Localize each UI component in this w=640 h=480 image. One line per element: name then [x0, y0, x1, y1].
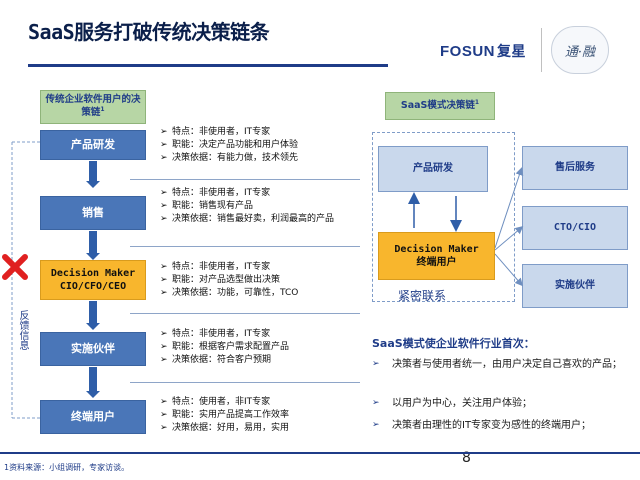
stage-sales-desc: ➢特点：非使用者，IT专家 ➢职能：销售现有产品 ➢决策依据：销售最好卖，利润最… [160, 187, 360, 226]
stage-desc-line: 决策依据：功能，可靠性，TCO [172, 288, 299, 298]
page-number: 8 [462, 450, 471, 466]
stage-desc-line: 决策依据：销售最好卖，利润最高的产品 [172, 214, 335, 224]
seal-logo: 通·融 [551, 26, 609, 74]
footnote: 1资料来源：小组调研，专家访谈。 [4, 463, 130, 472]
logo-divider [541, 28, 542, 72]
saas-summary-heading: SaaS模式使企业软件行业首次： [372, 337, 535, 350]
fosun-logo-cn: 复星 [497, 43, 526, 59]
down-arrow [86, 367, 100, 398]
traditional-chain-heading: 传统企业软件用户的决策链1 [40, 90, 146, 124]
stage-desc-line: 职能：决定产品功能和用户体验 [172, 140, 299, 150]
stage-separator [130, 382, 360, 383]
stage-implementation-partner-desc: ➢特点：非使用者，IT专家 ➢职能：根据客户需求配置产品 ➢决策依据：符合客户预… [160, 329, 290, 365]
feedback-label: 反馈信息 [17, 310, 28, 350]
stage-separator [130, 313, 360, 314]
stage-product-dev: 产品研发 [40, 130, 146, 160]
saas-chain-panel [372, 132, 515, 302]
stage-end-user: 终端用户 [40, 400, 146, 434]
stage-separator [130, 246, 360, 247]
down-arrow [86, 231, 100, 260]
saas-decision-maker-line2: 终端用户 [416, 257, 457, 268]
saas-implementation-partner: 实施伙伴 [522, 264, 628, 308]
saas-summary-item: ➢ 决策者由理性的IT专家变为感性的终端用户； [372, 417, 632, 434]
saas-decision-maker-line1: Decision Maker [394, 243, 479, 255]
fosun-logo-brand: FOSUN [440, 43, 495, 60]
saas-summary-text: 决策者由理性的IT专家变为感性的终端用户； [392, 420, 592, 431]
saas-product-dev: 产品研发 [378, 146, 488, 192]
saas-chain-heading-text: SaaS模式决策链 [400, 100, 475, 112]
saas-decision-maker: Decision Maker 终端用户 [378, 232, 495, 280]
stage-desc-line: 职能：对产品选型做出决策 [172, 275, 281, 285]
saas-side-connectors [495, 167, 524, 287]
stage-desc-line: 决策依据：好用，易用，实用 [172, 423, 290, 433]
stage-desc-line: 决策依据：有能力做，技术领先 [172, 153, 299, 163]
saas-summary-text: 以用户为中心，关注用户体验； [392, 398, 532, 409]
stage-decision-maker-desc: ➢特点：非使用者，IT专家 ➢职能：对产品选型做出决策 ➢决策依据：功能，可靠性… [160, 262, 299, 298]
stage-desc-line: 职能：实用产品提高工作效率 [172, 410, 290, 420]
feedback-loop [11, 141, 40, 419]
close-connection-label: 紧密联系 [398, 289, 447, 303]
stage-desc-line: 特点：非使用者，IT专家 [172, 329, 271, 339]
saas-summary-item: ➢ 决策者与使用者统一，由用户决定自己喜欢的产品； [372, 356, 632, 373]
down-arrow [86, 301, 100, 330]
traditional-chain-heading-text: 传统企业软件用户的决策链 [45, 93, 141, 119]
cross-icon [2, 254, 28, 280]
saas-summary-item: ➢ 以用户为中心，关注用户体验； [372, 395, 632, 412]
stage-desc-line: 职能：销售现有产品 [172, 201, 254, 211]
saas-cto-cio: CTO/CIO [522, 206, 628, 250]
title-underline [28, 64, 388, 67]
arrow-bullet-icon: ➢ [372, 398, 380, 408]
stage-desc-line: 决策依据：符合客户预期 [172, 355, 272, 365]
stage-implementation-partner: 实施伙伴 [40, 332, 146, 366]
arrow-bullet-icon: ➢ [372, 420, 380, 430]
stage-desc-line: 特点：非使用者，IT专家 [172, 127, 271, 137]
saas-summary-text: 决策者与使用者统一，由用户决定自己喜欢的产品； [392, 359, 622, 370]
stage-desc-line: 特点：非使用者，IT专家 [172, 188, 271, 198]
down-arrow [86, 161, 100, 188]
stage-separator [130, 179, 360, 180]
arrow-bullet-icon: ➢ [372, 359, 380, 369]
traditional-chain-heading-sup: 1 [100, 106, 105, 114]
stage-desc-line: 职能：根据客户需求配置产品 [172, 342, 290, 352]
stage-desc-line: 特点：使用者，非IT专家 [172, 397, 271, 407]
stage-desc-line: 特点：非使用者，IT专家 [172, 262, 271, 272]
stage-decision-maker-line2: CIO/CFO/CEO [59, 281, 127, 292]
footer-rule [0, 452, 640, 454]
stage-decision-maker-line1: Decision Maker [50, 267, 136, 279]
stage-end-user-desc: ➢特点：使用者，非IT专家 ➢职能：实用产品提高工作效率 ➢决策依据：好用，易用… [160, 397, 290, 433]
saas-after-sales: 售后服务 [522, 146, 628, 190]
stage-product-dev-desc: ➢特点：非使用者，IT专家 ➢职能：决定产品功能和用户体验 ➢决策依据：有能力做… [160, 127, 299, 163]
saas-bidirectional-arrows [408, 192, 462, 232]
saas-chain-heading-sup: 1 [474, 99, 480, 107]
stage-sales: 销售 [40, 196, 146, 230]
saas-chain-heading: SaaS模式决策链1 [385, 92, 495, 120]
page-title: SaaS服务打破传统决策链条 [28, 20, 270, 44]
